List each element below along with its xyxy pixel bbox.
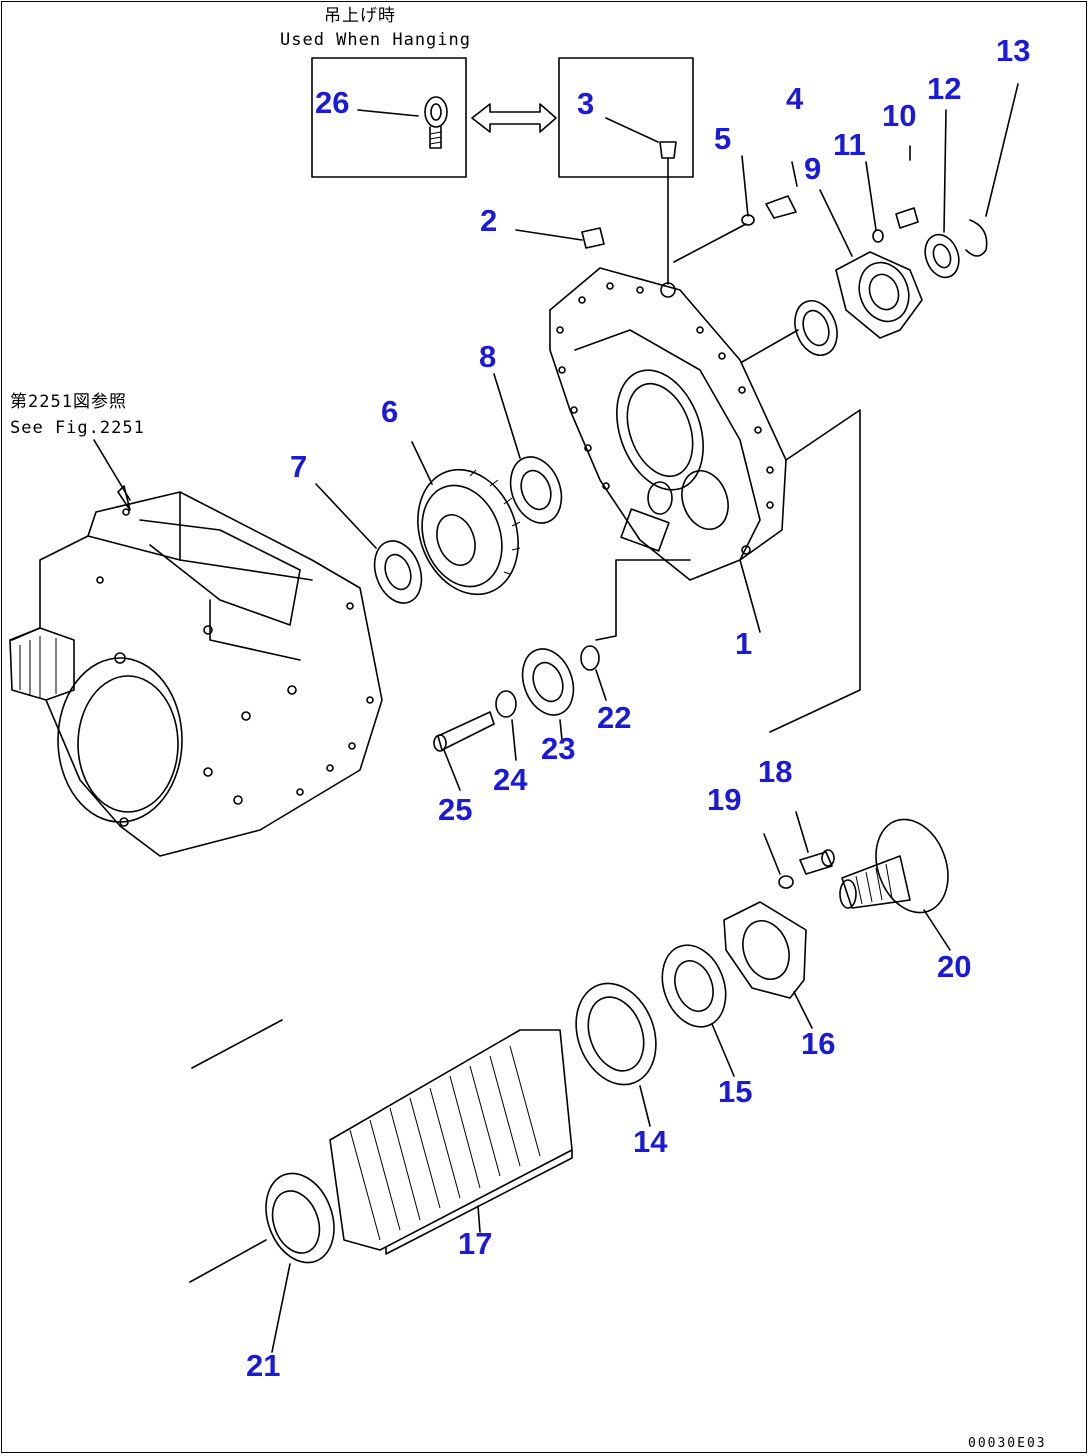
drawing-code: 00030E03 xyxy=(968,1436,1047,1451)
case-assembly xyxy=(515,83,1019,633)
callout-2[interactable]: 2 xyxy=(480,203,498,238)
callout-6[interactable]: 6 xyxy=(381,394,399,429)
callout-5[interactable]: 5 xyxy=(714,121,732,156)
callout-14[interactable]: 14 xyxy=(633,1124,668,1159)
bearing-gear-group xyxy=(315,373,861,791)
callout-17[interactable]: 17 xyxy=(458,1226,493,1261)
transmission-housing xyxy=(9,439,383,857)
callout-11[interactable]: 11 xyxy=(833,127,866,162)
callout-18[interactable]: 18 xyxy=(758,754,793,789)
callout-20[interactable]: 20 xyxy=(937,949,972,984)
callout-12[interactable]: 12 xyxy=(927,71,962,106)
callout-8[interactable]: 8 xyxy=(479,339,497,374)
callout-13[interactable]: 13 xyxy=(996,33,1031,68)
callout-7[interactable]: 7 xyxy=(290,449,308,484)
see-fig-note-en: See Fig.2251 xyxy=(10,418,145,438)
hanging-inset xyxy=(311,57,694,179)
see-fig-note-jp: 第2251図参照 xyxy=(10,392,127,412)
callout-1[interactable]: 1 xyxy=(735,626,753,661)
callout-24[interactable]: 24 xyxy=(493,762,528,797)
clutch-pack-group xyxy=(189,811,951,1353)
callout-16[interactable]: 16 xyxy=(801,1026,836,1061)
callout-22[interactable]: 22 xyxy=(597,700,632,735)
callout-4[interactable]: 4 xyxy=(786,81,804,116)
callout-9[interactable]: 9 xyxy=(804,151,822,186)
hanging-note-en: Used When Hanging xyxy=(280,30,471,50)
hanging-note-jp: 吊上げ時 xyxy=(324,6,396,26)
callout-19[interactable]: 19 xyxy=(707,782,742,817)
callout-3[interactable]: 3 xyxy=(577,86,595,121)
callout-10[interactable]: 10 xyxy=(882,98,917,133)
callout-26[interactable]: 26 xyxy=(315,85,350,120)
callout-15[interactable]: 15 xyxy=(718,1074,753,1109)
callout-23[interactable]: 23 xyxy=(541,731,576,766)
callout-25[interactable]: 25 xyxy=(438,792,473,827)
callout-21[interactable]: 21 xyxy=(246,1348,281,1383)
